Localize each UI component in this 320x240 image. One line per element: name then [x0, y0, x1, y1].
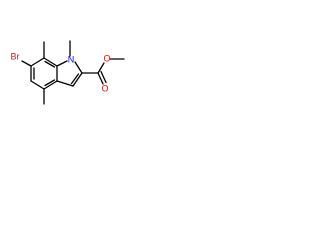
carbonyl-oxygen-label: O — [101, 83, 108, 93]
bond-c7a-n1 — [56, 60, 68, 67]
bond-c4-c5 — [30, 80, 45, 90]
ester-oxygen-label: O — [103, 53, 110, 63]
bond-carbonyl-o-ester — [97, 62, 105, 74]
bond-c6-br — [21, 60, 32, 67]
bond-c7-c7a — [43, 57, 58, 67]
bond-c3-c3a — [56, 80, 74, 87]
bond-c3a-c4 — [43, 80, 58, 90]
bond-c2-c3-inner — [70, 73, 80, 85]
bond-c3a-c4-inner — [44, 79, 56, 87]
bond-c6-c7 — [30, 57, 45, 67]
bond-lines — [21, 40, 125, 105]
bond-carbonyl-o-double-a — [97, 72, 104, 85]
bond-carbonyl-o-double-b — [100, 70, 107, 84]
molecule-structure: Br N O O — [11, 40, 125, 105]
bond-c2-c3 — [72, 72, 83, 87]
bond-n1-c2 — [74, 61, 83, 74]
nitrogen-label: N — [68, 54, 75, 64]
bond-c7-c7a-inner — [44, 60, 56, 68]
bromine-label: Br — [11, 51, 20, 61]
